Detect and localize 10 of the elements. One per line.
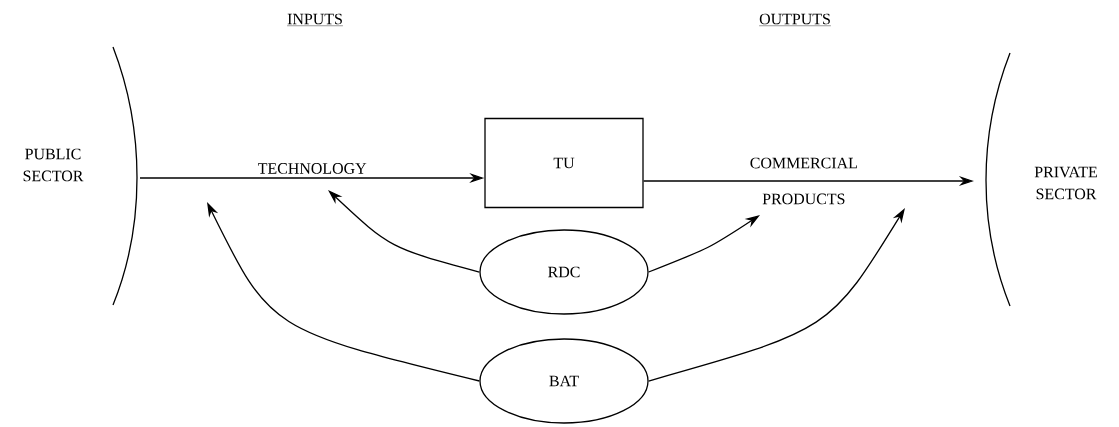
edge-label: TECHNOLOGY <box>258 163 367 174</box>
process-box: TU <box>484 117 644 209</box>
ellipse-node: BAT <box>479 338 649 424</box>
ellipse-node: RDC <box>479 229 649 315</box>
edge-label: COMMERCIAL PRODUCTS <box>750 157 857 205</box>
sector-label: PUBLIC SECTOR <box>23 148 84 182</box>
sector-label: PRIVATE SECTOR <box>1034 166 1097 200</box>
heading: INPUTS <box>286 13 344 26</box>
curved-arrow <box>328 190 480 273</box>
heading: OUTPUTS <box>758 13 832 26</box>
